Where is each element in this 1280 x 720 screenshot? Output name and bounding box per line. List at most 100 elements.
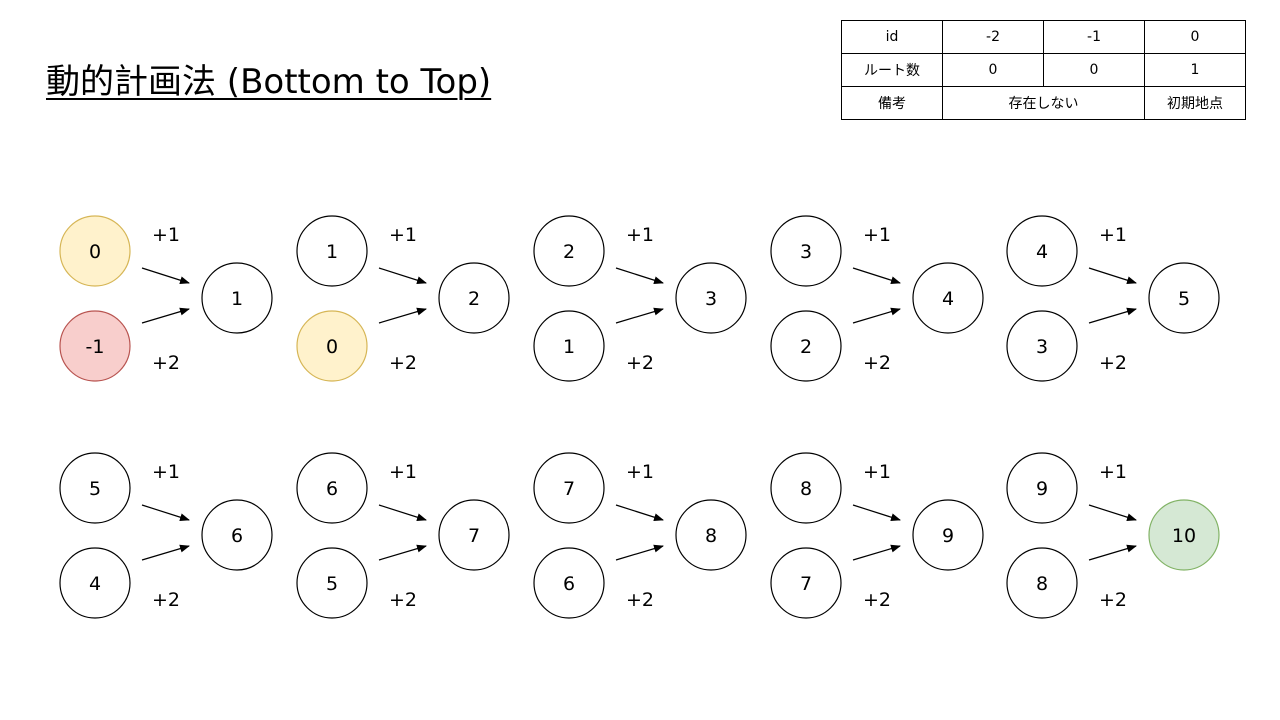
edge-arrow xyxy=(1088,504,1137,522)
step-label: +2 xyxy=(152,589,180,611)
table-cell: 1 xyxy=(1144,53,1246,87)
graph-node xyxy=(201,499,273,571)
step-label: +2 xyxy=(389,352,417,374)
graph-node-label: 4 xyxy=(1036,241,1048,263)
graph-node xyxy=(533,547,605,619)
graph-node-label: 7 xyxy=(800,573,812,595)
graph-node-label: 1 xyxy=(231,288,243,310)
edge-arrow xyxy=(852,307,901,324)
graph-node-label: 0 xyxy=(89,241,101,263)
graph-node xyxy=(1006,547,1078,619)
graph-node xyxy=(533,215,605,287)
graph-node-label: 8 xyxy=(800,478,812,500)
table-cell-merged: 存在しない xyxy=(942,86,1145,120)
table-cell: 初期地点 xyxy=(1144,86,1246,120)
edge-arrow xyxy=(141,504,190,522)
graph-node-label: 5 xyxy=(1178,288,1190,310)
step-label: +1 xyxy=(152,461,180,483)
graph-node xyxy=(1006,310,1078,382)
graph-node xyxy=(533,452,605,524)
graph-node xyxy=(770,310,842,382)
graph-node-label: 0 xyxy=(326,336,338,358)
graph-node xyxy=(770,452,842,524)
edge-arrow xyxy=(615,307,664,324)
graph-node-label: 2 xyxy=(468,288,480,310)
graph-node xyxy=(912,262,984,334)
table-cell: -2 xyxy=(942,20,1044,54)
edge-arrow xyxy=(141,544,190,561)
graph-node xyxy=(770,215,842,287)
graph-node xyxy=(912,499,984,571)
graph-node-label: 3 xyxy=(800,241,812,263)
graph-node-label: 8 xyxy=(1036,573,1048,595)
edge-arrow xyxy=(141,267,190,285)
edge-arrow xyxy=(852,544,901,561)
route-count-table: id -2 -1 0 ルート数 0 0 1 備考 存在しない 初期地点 xyxy=(841,20,1246,120)
edge-arrow xyxy=(378,504,427,522)
step-label: +1 xyxy=(389,461,417,483)
graph-node-label: 3 xyxy=(705,288,717,310)
graph-node xyxy=(438,262,510,334)
table-header-note: 備考 xyxy=(841,86,943,120)
graph-node xyxy=(296,215,368,287)
edge-arrow xyxy=(852,267,901,285)
edge-arrow xyxy=(852,504,901,522)
table-header-id: id xyxy=(841,20,943,54)
graph-node xyxy=(438,499,510,571)
graph-node xyxy=(1006,215,1078,287)
graph-node xyxy=(59,310,131,382)
graph-node xyxy=(1148,499,1220,571)
step-label: +1 xyxy=(1099,224,1127,246)
step-label: +2 xyxy=(1099,352,1127,374)
step-label: +1 xyxy=(626,461,654,483)
graph-node xyxy=(1148,262,1220,334)
graph-node-label: -1 xyxy=(86,336,105,358)
edge-arrow xyxy=(1088,544,1137,561)
step-label: +2 xyxy=(389,589,417,611)
step-label: +2 xyxy=(152,352,180,374)
graph-node xyxy=(296,547,368,619)
table-cell: -1 xyxy=(1043,20,1145,54)
table-row-note: 備考 存在しない 初期地点 xyxy=(841,86,1246,120)
step-label: +2 xyxy=(863,352,891,374)
step-label: +1 xyxy=(1099,461,1127,483)
graph-node-label: 1 xyxy=(326,241,338,263)
edge-arrow xyxy=(141,307,190,324)
graph-node xyxy=(675,262,747,334)
graph-node-label: 7 xyxy=(468,525,480,547)
graph-node-label: 7 xyxy=(563,478,575,500)
graph-node-label: 8 xyxy=(705,525,717,547)
table-row-id: id -2 -1 0 xyxy=(841,20,1246,54)
graph-node xyxy=(59,452,131,524)
table-row-routes: ルート数 0 0 1 xyxy=(841,53,1246,87)
graph-node-label: 3 xyxy=(1036,336,1048,358)
edge-arrow xyxy=(378,267,427,285)
edge-arrow xyxy=(378,307,427,324)
graph-node-label: 5 xyxy=(326,573,338,595)
step-label: +2 xyxy=(1099,589,1127,611)
step-label: +1 xyxy=(152,224,180,246)
edge-arrow xyxy=(615,544,664,561)
step-label: +1 xyxy=(389,224,417,246)
graph-node-label: 2 xyxy=(800,336,812,358)
step-label: +1 xyxy=(863,224,891,246)
graph-node-label: 4 xyxy=(942,288,954,310)
step-label: +1 xyxy=(863,461,891,483)
graph-node xyxy=(770,547,842,619)
graph-node-label: 6 xyxy=(326,478,338,500)
edge-arrow xyxy=(378,544,427,561)
graph-node-label: 9 xyxy=(1036,478,1048,500)
graph-node-label: 4 xyxy=(89,573,101,595)
graph-node-label: 10 xyxy=(1172,525,1196,547)
graph-node xyxy=(533,310,605,382)
step-label: +1 xyxy=(626,224,654,246)
graph-node-label: 6 xyxy=(563,573,575,595)
edge-arrow xyxy=(615,504,664,522)
page-title: 動的計画法 (Bottom to Top) xyxy=(46,62,492,102)
graph-node xyxy=(59,215,131,287)
graph-node xyxy=(59,547,131,619)
graph-node-label: 6 xyxy=(231,525,243,547)
graph-node xyxy=(1006,452,1078,524)
step-label: +2 xyxy=(863,589,891,611)
